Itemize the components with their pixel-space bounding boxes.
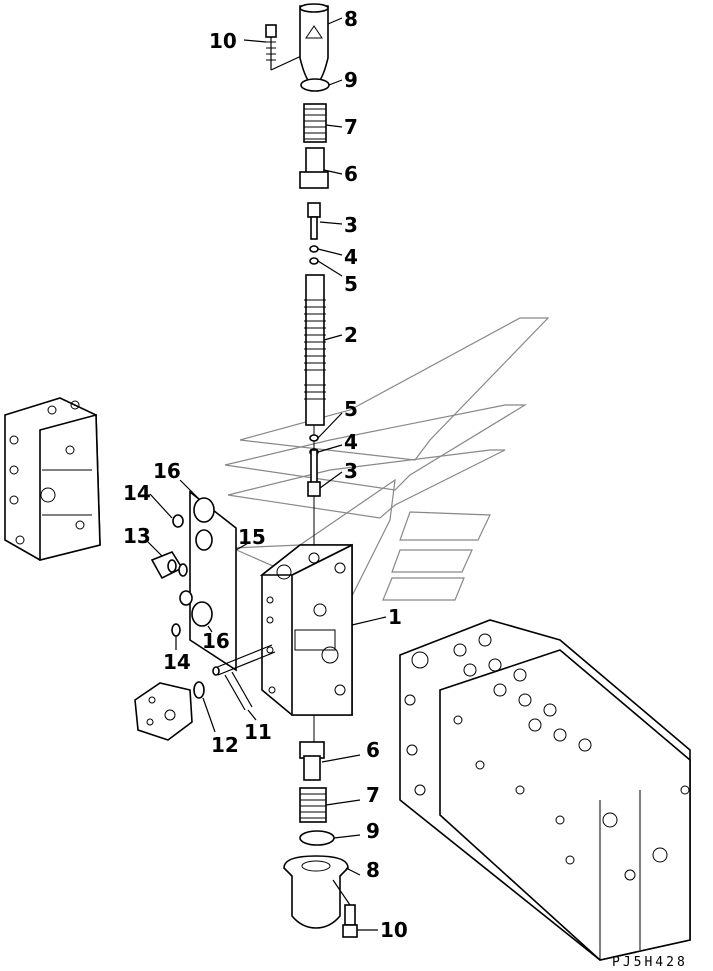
top-ring-5 (309, 257, 319, 265)
callout-8-bottom: 8 (366, 858, 380, 882)
top-cap-8 (299, 3, 329, 87)
side-ring (179, 590, 193, 606)
callout-9-bottom: 9 (366, 819, 380, 843)
side-ring-14a (172, 514, 184, 528)
side-oring-16a (193, 497, 215, 523)
callout-10-bottom: 10 (380, 918, 408, 942)
bottom-retainer-6 (299, 741, 325, 781)
small-cover-block (134, 682, 193, 741)
mid-ring-5 (309, 434, 319, 442)
callout-2-spool: 2 (344, 323, 358, 347)
valve-body-1 (259, 543, 353, 716)
callout-6-bottom: 6 (366, 738, 380, 762)
left-valve-assembly (4, 397, 101, 562)
leader-lines (147, 17, 387, 931)
callout-7-top: 7 (344, 115, 358, 139)
side-ring-14b (171, 623, 181, 637)
callout-14a: 14 (123, 481, 151, 505)
callout-14b: 14 (163, 650, 191, 674)
callout-8-top: 8 (344, 7, 358, 31)
bottom-cap-8 (283, 855, 349, 929)
top-ring-4 (309, 245, 319, 253)
drawing-code: PJ5H428 (612, 955, 688, 970)
watermark-logo (224, 317, 550, 601)
callout-1-body: 1 (388, 605, 402, 629)
right-control-valve-block (399, 619, 691, 961)
bottom-bolt-10 (332, 879, 358, 938)
callout-4-top: 4 (344, 245, 358, 269)
side-plugs-13 (150, 551, 188, 580)
pins-11 (212, 644, 276, 711)
callout-11: 11 (244, 720, 272, 744)
ring-12 (193, 681, 205, 699)
top-spring-7 (303, 103, 327, 143)
side-oring-16b (191, 601, 213, 627)
callout-5-top: 5 (344, 272, 358, 296)
spool-2 (304, 274, 326, 426)
callout-labels: 10 8 9 7 6 3 4 5 2 5 4 3 1 15 16 14 13 1… (123, 7, 408, 942)
callout-4-mid: 4 (344, 430, 358, 454)
side-seal (195, 529, 213, 551)
callout-13: 13 (123, 524, 151, 548)
callout-16a: 16 (153, 459, 181, 483)
callout-3-mid: 3 (344, 459, 358, 483)
bottom-spring-7 (299, 787, 327, 823)
callout-3-top: 3 (344, 213, 358, 237)
callout-12: 12 (211, 733, 239, 757)
callout-6-top: 6 (344, 162, 358, 186)
top-retainer-6 (299, 147, 329, 189)
bottom-oring-9 (299, 830, 335, 846)
callout-16b: 16 (202, 629, 230, 653)
callout-7-bottom: 7 (366, 783, 380, 807)
top-oring-9 (300, 78, 330, 92)
top-stopper-3 (307, 202, 321, 240)
callout-15-plate: 15 (238, 525, 266, 549)
mid-stopper-3 (307, 449, 321, 497)
callout-9-top: 9 (344, 68, 358, 92)
callout-10-top: 10 (209, 29, 237, 53)
callout-5-mid: 5 (344, 397, 358, 421)
